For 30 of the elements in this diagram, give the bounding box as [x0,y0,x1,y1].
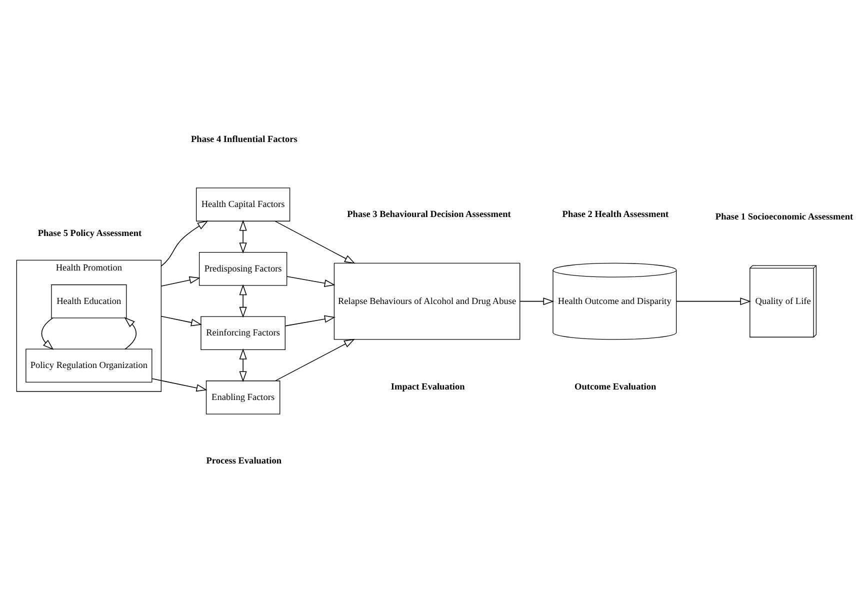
label: Outcome Evaluation [574,382,656,392]
label: Process Evaluation [206,456,282,467]
arrow [284,315,336,326]
node-box: Enabling Factors [206,380,280,414]
label: Impact Evaluation [390,382,465,392]
arrow [124,317,136,350]
label: Phase 3 Behavioural Decision Assessment [347,210,511,220]
arrow [239,284,247,318]
node-box: Health Capital Factors [196,188,290,222]
arrow [41,318,54,350]
arrow [676,298,752,306]
arrow [274,338,355,382]
arrow [160,220,208,267]
label: Phase 4 Influential Factors [191,135,298,146]
label: Phase 5 Policy Assessment [38,229,142,240]
node-box: Reinforcing Factors [200,316,286,350]
arrow [239,348,247,382]
node-box: Policy Regulation Organization [26,348,152,383]
label: Phase 2 Health Assessment [562,210,669,220]
arrow [520,298,554,306]
arrow [152,378,208,392]
arrow [286,276,336,287]
arrow [274,220,356,264]
node-box: Relapse Behaviours of Alcohol and Drug Abuse [334,262,520,340]
arrow [239,220,247,254]
node-box: Health Education [51,284,127,318]
arrow [160,316,202,326]
arrow [160,276,200,286]
node-box: Predisposing Factors [198,252,288,286]
label: Phase 1 Socioeconomic Assessment [715,212,854,223]
